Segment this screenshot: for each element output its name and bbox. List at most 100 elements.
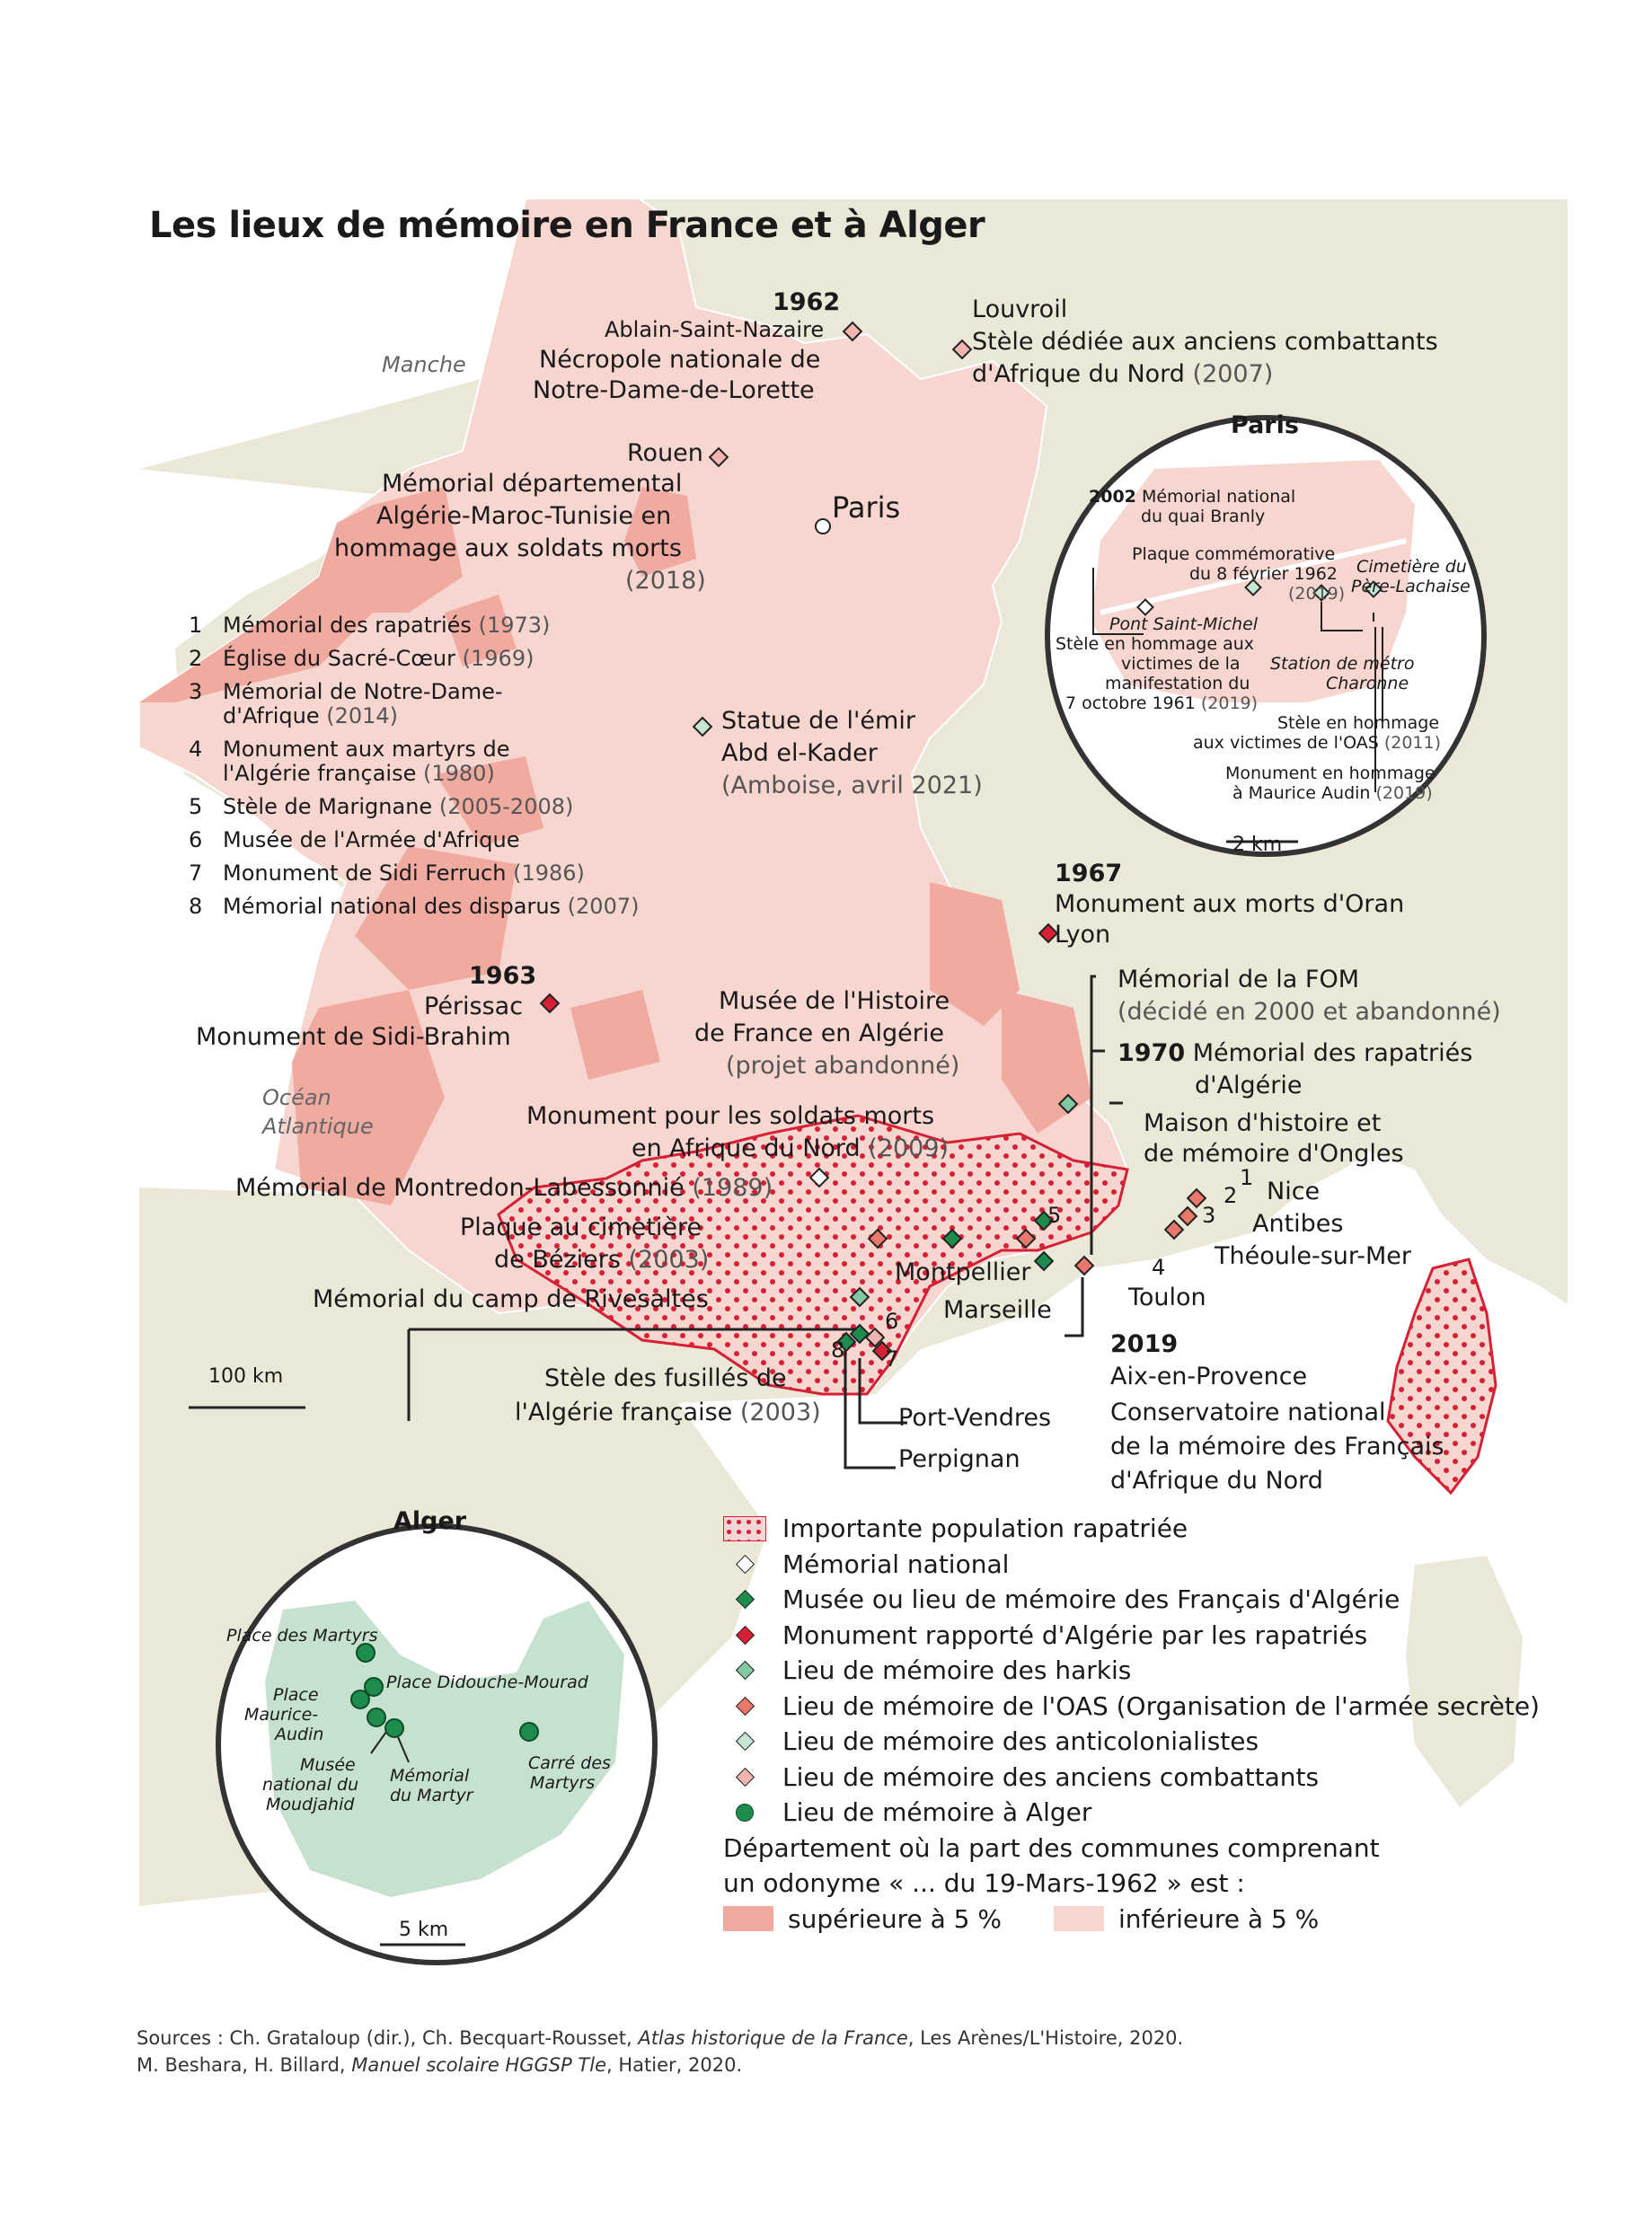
label-rivesaltes: Mémorial du camp de Rivesaltes	[313, 1285, 709, 1313]
alger-marker-carre[interactable]	[519, 1722, 539, 1742]
dept-high-sw	[292, 990, 445, 1205]
sardinia	[1406, 1556, 1523, 1807]
paris-stele-l2: victimes de la	[1121, 654, 1241, 674]
map-number-5: 5	[1047, 1203, 1062, 1228]
alger-marker-martyr[interactable]	[384, 1718, 404, 1738]
alger-moudjahid-l2: national du	[262, 1775, 359, 1795]
label-stele-l2: d'Afrique du Nord (2007)	[972, 360, 1274, 388]
rapatriee-pattern-icon	[723, 1515, 766, 1541]
marker-amboise[interactable]	[692, 716, 713, 737]
leader-fom	[1090, 975, 1096, 1255]
marker-montpellier[interactable]	[941, 1228, 963, 1249]
alger-marker-martyrs[interactable]	[356, 1643, 375, 1663]
label-monument-l1: Monument pour les soldats morts	[526, 1102, 935, 1130]
label-fusilles-l2: l'Algérie française (2003)	[515, 1399, 821, 1426]
list-item: l'Algérie française (1980)	[223, 761, 495, 786]
label-beziers-l1: Plaque au cimetière	[460, 1214, 702, 1241]
marker-2[interactable]	[1177, 1205, 1198, 1227]
label-1967: 1967	[1055, 860, 1123, 887]
marker-rouen[interactable]	[708, 446, 729, 468]
marker-paris[interactable]	[815, 518, 831, 534]
alger-didouche: Place Didouche-Mourad	[386, 1673, 588, 1692]
alger-marker-didouche[interactable]	[364, 1677, 384, 1697]
label-musee-l1: Musée de l'Histoire	[719, 987, 950, 1015]
label-antibes: Antibes	[1252, 1210, 1344, 1238]
alger-audin-l1: Place	[273, 1685, 319, 1705]
marker-lyon[interactable]	[1038, 922, 1059, 944]
paris-stele-l4: 7 octobre 1961 (2019)	[1065, 693, 1259, 713]
leader-2019	[1065, 1277, 1084, 1337]
label-memdep-l1: Mémorial départemental	[382, 470, 683, 498]
paris-marker-charonne[interactable]	[1312, 584, 1330, 602]
paris-marker-lachaise[interactable]	[1365, 580, 1383, 598]
label-musee-l2: de France en Algérie	[694, 1019, 944, 1047]
map-number-7: 7	[885, 1346, 899, 1372]
paris-charonne-l2: Charonne	[1326, 674, 1409, 693]
label-1962: 1962	[773, 288, 841, 316]
marker-rivesaltes[interactable]	[849, 1286, 870, 1308]
paris-plaque-l1: Plaque commémorative	[1132, 544, 1336, 564]
marker-6[interactable]	[864, 1327, 886, 1348]
label-sidibrahim: Monument de Sidi-Brahim	[196, 1023, 511, 1051]
label-rouen: Rouen	[627, 439, 703, 467]
paris-branly-l2: du quai Branly	[1141, 507, 1266, 526]
paris-leader-charonne	[1321, 602, 1363, 631]
marker-perissac[interactable]	[539, 993, 561, 1014]
map-number-1: 1	[1240, 1165, 1254, 1190]
paris-plaque-l2: du 8 février 1962	[1189, 564, 1338, 584]
marker-marseille[interactable]	[1033, 1250, 1055, 1272]
marker-fom[interactable]	[1033, 1210, 1055, 1231]
scale-paris: 2 km	[1232, 834, 1283, 856]
label-stele-l1: Stèle dédiée aux anciens combattants	[972, 328, 1438, 356]
alger-marker-audin[interactable]	[350, 1690, 370, 1709]
label-memdep-l2: Algérie-Maroc-Tunisie en	[376, 502, 672, 530]
label-monument-l2: en Afrique du Nord (2009)	[632, 1134, 950, 1162]
label-memdep-l3: hommage aux soldats morts	[334, 534, 682, 562]
alger-marker-moudjahid[interactable]	[367, 1708, 386, 1727]
alger-martyrs: Place des Martyrs	[226, 1626, 378, 1646]
legend-item: Monument rapporté d'Algérie par les rapa…	[723, 1618, 1540, 1654]
scale-alger: 5 km	[399, 1919, 449, 1941]
paris-marker-stmichel[interactable]	[1244, 578, 1262, 596]
marker-3[interactable]	[1163, 1219, 1185, 1240]
label-2019: 2019	[1110, 1330, 1179, 1358]
marker-5[interactable]	[1015, 1228, 1037, 1249]
paris-audin-l2: à Maurice Audin (2019)	[1232, 783, 1433, 803]
marker-beziers[interactable]	[867, 1228, 888, 1249]
sea-manche: Manche	[382, 352, 466, 377]
marker-4[interactable]	[1073, 1255, 1095, 1276]
marker-montredon[interactable]	[808, 1167, 830, 1188]
label-cons-l2: de la mémoire des Français	[1110, 1433, 1444, 1461]
legend-dept-swatches: supérieure à 5 % inférieure à 5 %	[723, 1902, 1540, 1937]
marker-8[interactable]	[835, 1331, 857, 1353]
leader-perpignan-2	[844, 1340, 896, 1470]
marker-1[interactable]	[1186, 1187, 1207, 1209]
paris-plaque-date: (2019)	[1288, 584, 1346, 604]
marker-ongles[interactable]	[1057, 1093, 1079, 1115]
legend-item: Mémorial national	[723, 1547, 1540, 1583]
atlantic-sea	[139, 199, 526, 469]
paris-marker-plaque[interactable]	[1136, 598, 1154, 616]
alger-moudjahid-l1: Musée	[300, 1755, 356, 1775]
legend-item: Importante population rapatriée	[723, 1511, 1540, 1547]
alger-inset-title: Alger	[393, 1507, 467, 1535]
alger-carre-l2: Martyrs	[530, 1773, 596, 1793]
dept-high-loire	[445, 595, 517, 666]
marker-ablain[interactable]	[842, 321, 863, 342]
marker-perpignan[interactable]	[849, 1323, 870, 1345]
label-ablain: Ablain-Saint-Nazaire	[605, 317, 825, 342]
legend-dept-l1: Département où la part des communes comp…	[723, 1832, 1380, 1863]
label-nice: Nice	[1267, 1178, 1321, 1205]
alger-audin-l2: Maurice-	[244, 1705, 319, 1725]
paris-inset-title: Paris	[1231, 411, 1299, 439]
label-necropole-l2: Notre-Dame-de-Lorette	[533, 376, 815, 404]
alger-dot-icon	[736, 1803, 754, 1822]
label-rap-l2: d'Algérie	[1195, 1072, 1303, 1099]
label-ongles-l1: Maison d'histoire et	[1144, 1109, 1382, 1137]
marker-7[interactable]	[871, 1340, 893, 1362]
paris-branly-l1: 2002 Mémorial national	[1089, 487, 1296, 507]
marker-louvroil[interactable]	[951, 339, 973, 360]
